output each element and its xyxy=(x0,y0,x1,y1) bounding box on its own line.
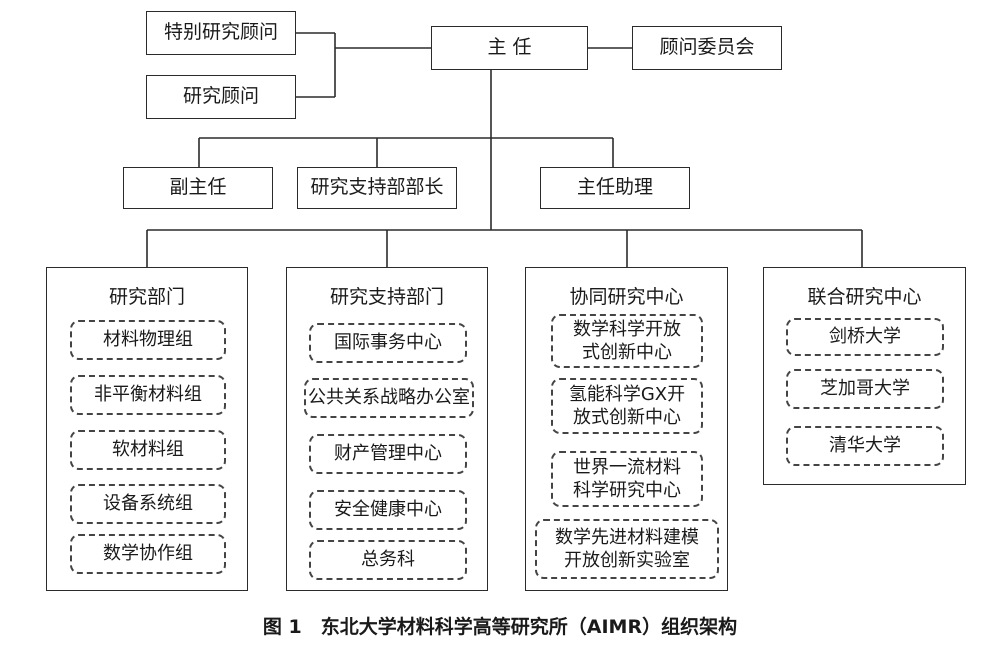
director-box: 主 任 xyxy=(431,26,588,70)
assistant-director-box: 主任助理 xyxy=(540,167,690,209)
panel-joint-centers: 联合研究中心 剑桥大学 芝加哥大学 清华大学 xyxy=(763,267,966,485)
panel-item: 财产管理中心 xyxy=(309,434,467,474)
panel-title: 研究部门 xyxy=(108,286,185,308)
panel-title: 联合研究中心 xyxy=(807,286,922,308)
panel-item: 公共关系战略办公室 xyxy=(304,378,474,418)
panel-item: 清华大学 xyxy=(786,426,944,466)
special-advisor-box: 特别研究顾问 xyxy=(146,11,296,55)
panel-item: 数学协作组 xyxy=(70,534,226,574)
panel-item: 安全健康中心 xyxy=(309,490,467,530)
figure-caption: 图 1 东北大学材料科学高等研究所（AIMR）组织架构 xyxy=(262,616,738,638)
panel-item: 非平衡材料组 xyxy=(70,375,226,415)
research-advisor-box: 研究顾问 xyxy=(146,75,296,119)
panel-research-departments: 研究部门 材料物理组 非平衡材料组 软材料组 设备系统组 数学协作组 xyxy=(46,267,248,591)
assistant-director-label: 主任助理 xyxy=(576,176,653,199)
deputy-director-label: 副主任 xyxy=(169,176,227,199)
research-advisor-label: 研究顾问 xyxy=(182,85,259,108)
panel-item: 总务科 xyxy=(309,540,467,580)
panel-item: 数学科学开放 式创新中心 xyxy=(551,314,703,368)
panel-research-support: 研究支持部门 国际事务中心 公共关系战略办公室 财产管理中心 安全健康中心 总务… xyxy=(286,267,488,591)
support-head-label: 研究支持部部长 xyxy=(310,176,444,199)
support-head-box: 研究支持部部长 xyxy=(297,167,457,209)
panel-item: 国际事务中心 xyxy=(309,323,467,363)
special-advisor-label: 特别研究顾问 xyxy=(163,21,278,44)
advisory-committee-box: 顾问委员会 xyxy=(632,26,782,70)
panel-title: 协同研究中心 xyxy=(569,286,684,308)
panel-item: 材料物理组 xyxy=(70,320,226,360)
panel-item: 数学先进材料建模 开放创新实验室 xyxy=(535,519,719,579)
advisory-committee-label: 顾问委员会 xyxy=(659,36,755,59)
panel-item: 设备系统组 xyxy=(70,484,226,524)
panel-item: 世界一流材料 科学研究中心 xyxy=(551,451,703,507)
panel-item: 芝加哥大学 xyxy=(786,369,944,409)
panel-item: 剑桥大学 xyxy=(786,318,944,356)
panel-title: 研究支持部门 xyxy=(329,286,444,308)
panel-collaborative-centers: 协同研究中心 数学科学开放 式创新中心 氢能科学GX开 放式创新中心 世界一流材… xyxy=(525,267,728,591)
panel-item: 氢能科学GX开 放式创新中心 xyxy=(551,378,703,434)
panel-item: 软材料组 xyxy=(70,430,226,470)
deputy-director-box: 副主任 xyxy=(123,167,273,209)
director-label: 主 任 xyxy=(487,36,532,59)
